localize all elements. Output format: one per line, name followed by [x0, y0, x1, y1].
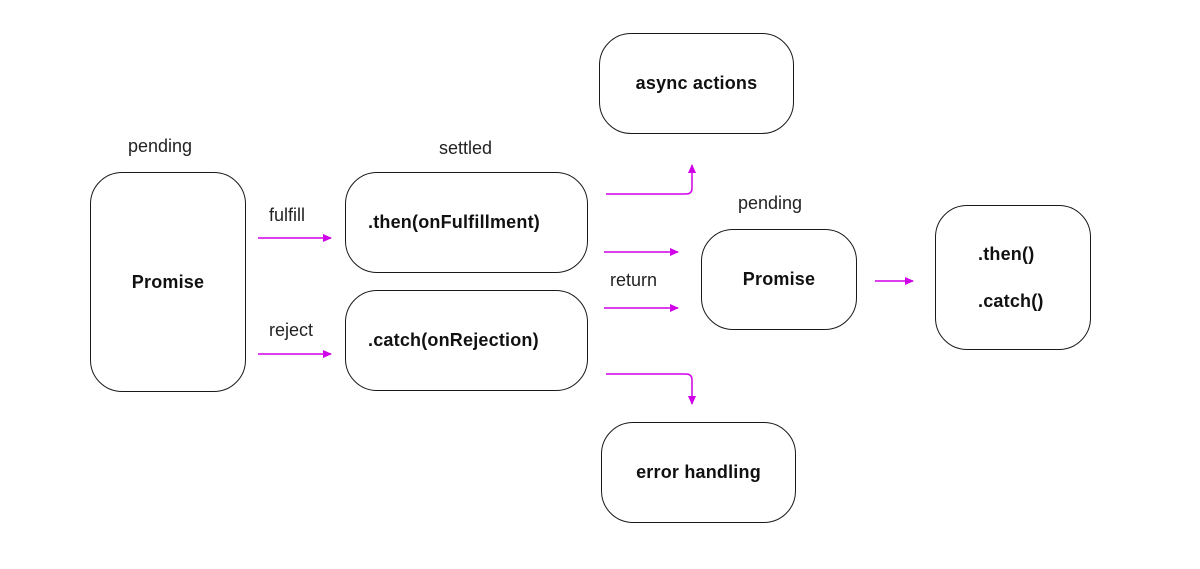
promise-node-right-label: Promise [742, 269, 816, 289]
then-method-label: .then() [978, 243, 1035, 264]
catch-method-label: .catch() [978, 290, 1044, 311]
catch-handler-label: .catch(onRejection) [368, 330, 539, 350]
error-handling-label: error handling [636, 462, 761, 482]
catch-handler-node: .catch(onRejection) [345, 290, 588, 391]
async-actions-label: async actions [635, 73, 758, 93]
reject-label: reject [269, 320, 314, 340]
settled-label: settled [439, 138, 493, 158]
then-handler-label: .then(onFulfillment) [368, 212, 540, 232]
pending-label-right: pending [738, 193, 803, 213]
return-label: return [610, 270, 658, 290]
async-actions-arrow [606, 164, 696, 195]
promise-node-right: Promise [701, 229, 857, 330]
methods-node: .then() .catch() [935, 205, 1091, 350]
promise-node-left: Promise [90, 172, 246, 392]
error-handling-arrow [606, 373, 696, 405]
then-handler-node: .then(onFulfillment) [345, 172, 588, 273]
pending-label-left: pending [128, 136, 193, 156]
async-actions-node: async actions [599, 33, 794, 134]
error-handling-node: error handling [601, 422, 796, 523]
fulfill-label: fulfill [269, 205, 306, 225]
promise-node-left-label: Promise [131, 271, 205, 292]
